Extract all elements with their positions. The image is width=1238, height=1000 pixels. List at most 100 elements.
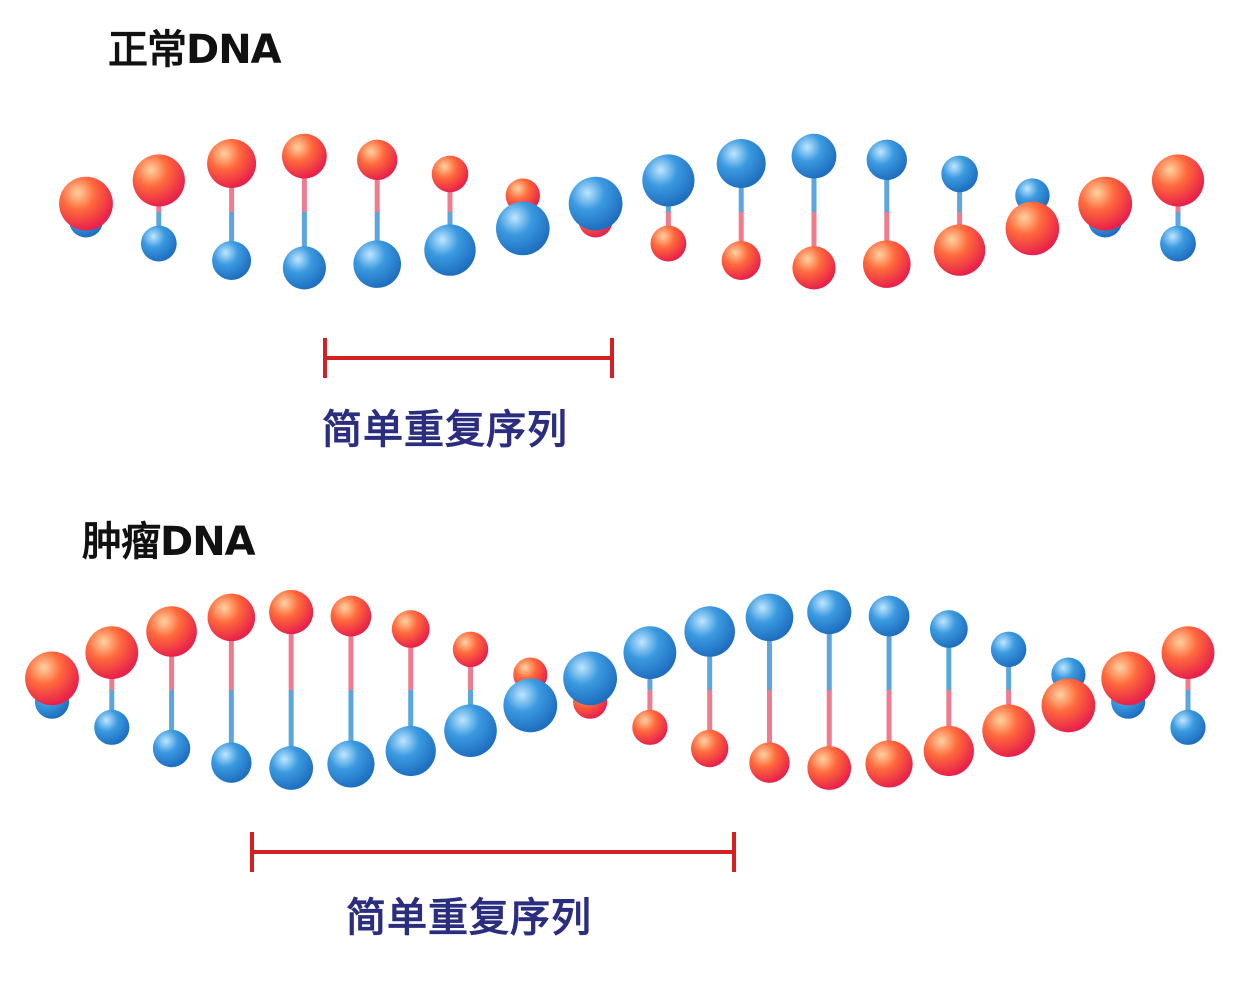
base-pair — [642, 154, 695, 262]
blue-nucleotide — [990, 631, 1027, 668]
base-pair — [444, 631, 497, 757]
repeat-bracket — [323, 338, 614, 378]
base-pair — [25, 651, 79, 719]
normal-dna-title: 正常DNA — [108, 27, 282, 73]
blue-nucleotide — [282, 246, 326, 290]
base-pair — [496, 178, 550, 256]
red-nucleotide — [132, 154, 185, 207]
blue-nucleotide — [684, 606, 735, 657]
red-nucleotide — [146, 606, 197, 657]
base-pair — [146, 606, 197, 768]
blue-nucleotide — [623, 626, 677, 680]
red-nucleotide — [865, 740, 913, 788]
base-pair — [684, 606, 735, 768]
blue-nucleotide — [385, 725, 436, 777]
base-pair — [982, 631, 1035, 757]
blue-nucleotide — [866, 139, 907, 181]
blue-nucleotide — [353, 240, 402, 288]
red-nucleotide — [59, 176, 113, 231]
blue-nucleotide — [642, 154, 695, 207]
blue-nucleotide — [424, 224, 476, 276]
base-pair — [385, 610, 436, 777]
base-pair — [1005, 178, 1060, 256]
base-pair — [791, 133, 837, 290]
base-pair — [923, 610, 974, 777]
normal-dna-helix — [59, 133, 1205, 378]
blue-nucleotide — [1170, 709, 1206, 745]
base-pair — [424, 155, 476, 276]
blue-nucleotide — [444, 704, 497, 757]
base-pair — [863, 139, 911, 288]
blue-nucleotide — [929, 610, 968, 648]
red-nucleotide — [807, 746, 852, 790]
red-nucleotide — [85, 626, 139, 680]
blue-nucleotide — [941, 155, 978, 193]
red-nucleotide — [269, 589, 314, 635]
base-pair — [568, 176, 623, 238]
red-nucleotide — [1005, 201, 1060, 256]
red-nucleotide — [690, 729, 729, 768]
blue-nucleotide — [269, 746, 314, 790]
red-nucleotide — [749, 742, 790, 783]
blue-nucleotide — [211, 742, 252, 783]
base-pair — [353, 139, 402, 288]
base-pair — [623, 626, 677, 745]
base-pair — [745, 593, 794, 783]
normal-dna-panel: 正常DNA 简单重复序列 — [59, 27, 1205, 450]
red-nucleotide — [1101, 651, 1156, 706]
red-nucleotide — [792, 246, 836, 290]
base-pair — [269, 589, 314, 790]
red-nucleotide — [282, 133, 327, 179]
red-nucleotide — [982, 704, 1035, 757]
base-pair — [327, 595, 375, 788]
base-pair — [207, 138, 257, 281]
base-pair — [132, 154, 185, 262]
base-pair — [503, 657, 558, 733]
base-pair — [1151, 154, 1205, 262]
red-nucleotide — [431, 155, 469, 193]
base-pair — [933, 155, 986, 276]
base-pair — [282, 133, 327, 290]
blue-nucleotide — [791, 133, 837, 179]
base-pair — [1101, 651, 1156, 719]
red-nucleotide — [357, 139, 398, 181]
red-nucleotide — [721, 241, 761, 281]
red-nucleotide — [1151, 154, 1205, 207]
base-pair — [59, 176, 113, 238]
red-nucleotide — [650, 225, 687, 262]
base-pair — [85, 626, 139, 745]
blue-nucleotide — [140, 225, 177, 262]
base-pair — [207, 593, 256, 783]
base-pair — [865, 595, 913, 788]
base-pair — [807, 589, 852, 790]
blue-nucleotide — [327, 740, 375, 788]
blue-nucleotide — [94, 709, 130, 745]
base-pair — [1161, 626, 1215, 745]
red-nucleotide — [207, 138, 257, 188]
tumor-dna-helix — [25, 589, 1215, 872]
base-pair — [1078, 176, 1133, 238]
red-nucleotide — [923, 725, 974, 777]
blue-nucleotide — [212, 241, 252, 281]
red-nucleotide — [207, 593, 256, 642]
red-nucleotide — [452, 631, 489, 668]
red-nucleotide — [1041, 678, 1096, 733]
blue-nucleotide — [503, 678, 558, 733]
blue-nucleotide — [716, 138, 766, 188]
repeat-bracket — [250, 832, 736, 872]
red-nucleotide — [330, 595, 372, 637]
base-pair — [716, 138, 766, 281]
red-nucleotide — [1161, 626, 1215, 680]
tumor-dna-title: 肿瘤DNA — [82, 519, 256, 565]
blue-nucleotide — [568, 176, 623, 231]
base-pair — [563, 651, 618, 719]
blue-nucleotide — [496, 201, 550, 256]
blue-nucleotide — [745, 593, 794, 642]
red-nucleotide — [25, 651, 79, 706]
blue-nucleotide — [807, 589, 852, 635]
blue-nucleotide — [868, 595, 910, 637]
red-nucleotide — [863, 240, 911, 288]
red-nucleotide — [1078, 176, 1133, 231]
blue-nucleotide — [152, 729, 191, 768]
blue-nucleotide — [563, 651, 618, 706]
